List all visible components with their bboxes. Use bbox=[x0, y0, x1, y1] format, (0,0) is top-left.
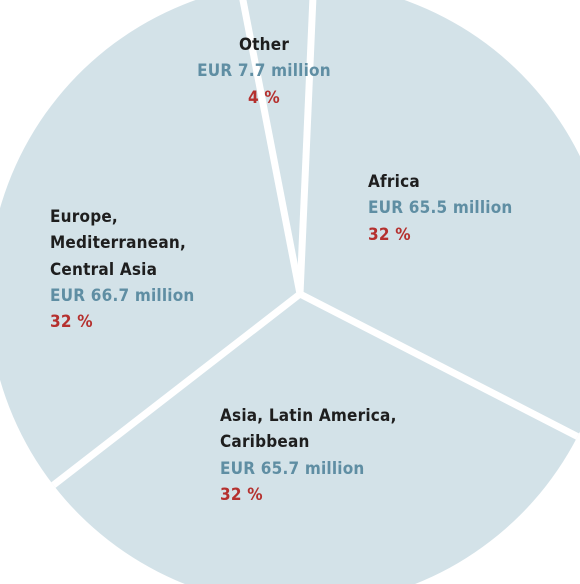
label-europe-amount: EUR 66.7 million bbox=[50, 286, 195, 307]
label-asia-percent: 32 % bbox=[220, 485, 263, 506]
label-africa-name: Africa bbox=[368, 172, 420, 192]
label-africa-percent: 32 % bbox=[368, 224, 411, 245]
slice-separator bbox=[296, 0, 317, 295]
label-asia-name: Asia, Latin America, Caribbean bbox=[220, 406, 397, 453]
label-asia-amount: EUR 65.7 million bbox=[220, 458, 365, 479]
label-europe-name: Europe, Mediterranean, Central Asia bbox=[50, 207, 186, 280]
label-asia: Asia, Latin America, Caribbean EUR 65.7 … bbox=[220, 403, 397, 508]
label-other: Other EUR 7.7 million 4 % bbox=[197, 32, 368, 111]
slice-separator bbox=[51, 291, 303, 488]
label-europe-percent: 32 % bbox=[50, 312, 93, 333]
slice-separator bbox=[239, 0, 304, 295]
label-europe: Europe, Mediterranean, Central Asia EUR … bbox=[50, 204, 195, 336]
slice-asia bbox=[53, 294, 578, 584]
label-other-percent: 4 % bbox=[248, 87, 280, 108]
slice-separator bbox=[298, 290, 580, 440]
slice-europe bbox=[0, 0, 300, 486]
label-other-name: Other bbox=[238, 35, 290, 55]
label-other-amount: EUR 7.7 million bbox=[197, 61, 331, 82]
label-africa-amount: EUR 65.5 million bbox=[368, 198, 513, 219]
label-africa: Africa EUR 65.5 million 32 % bbox=[368, 169, 513, 248]
